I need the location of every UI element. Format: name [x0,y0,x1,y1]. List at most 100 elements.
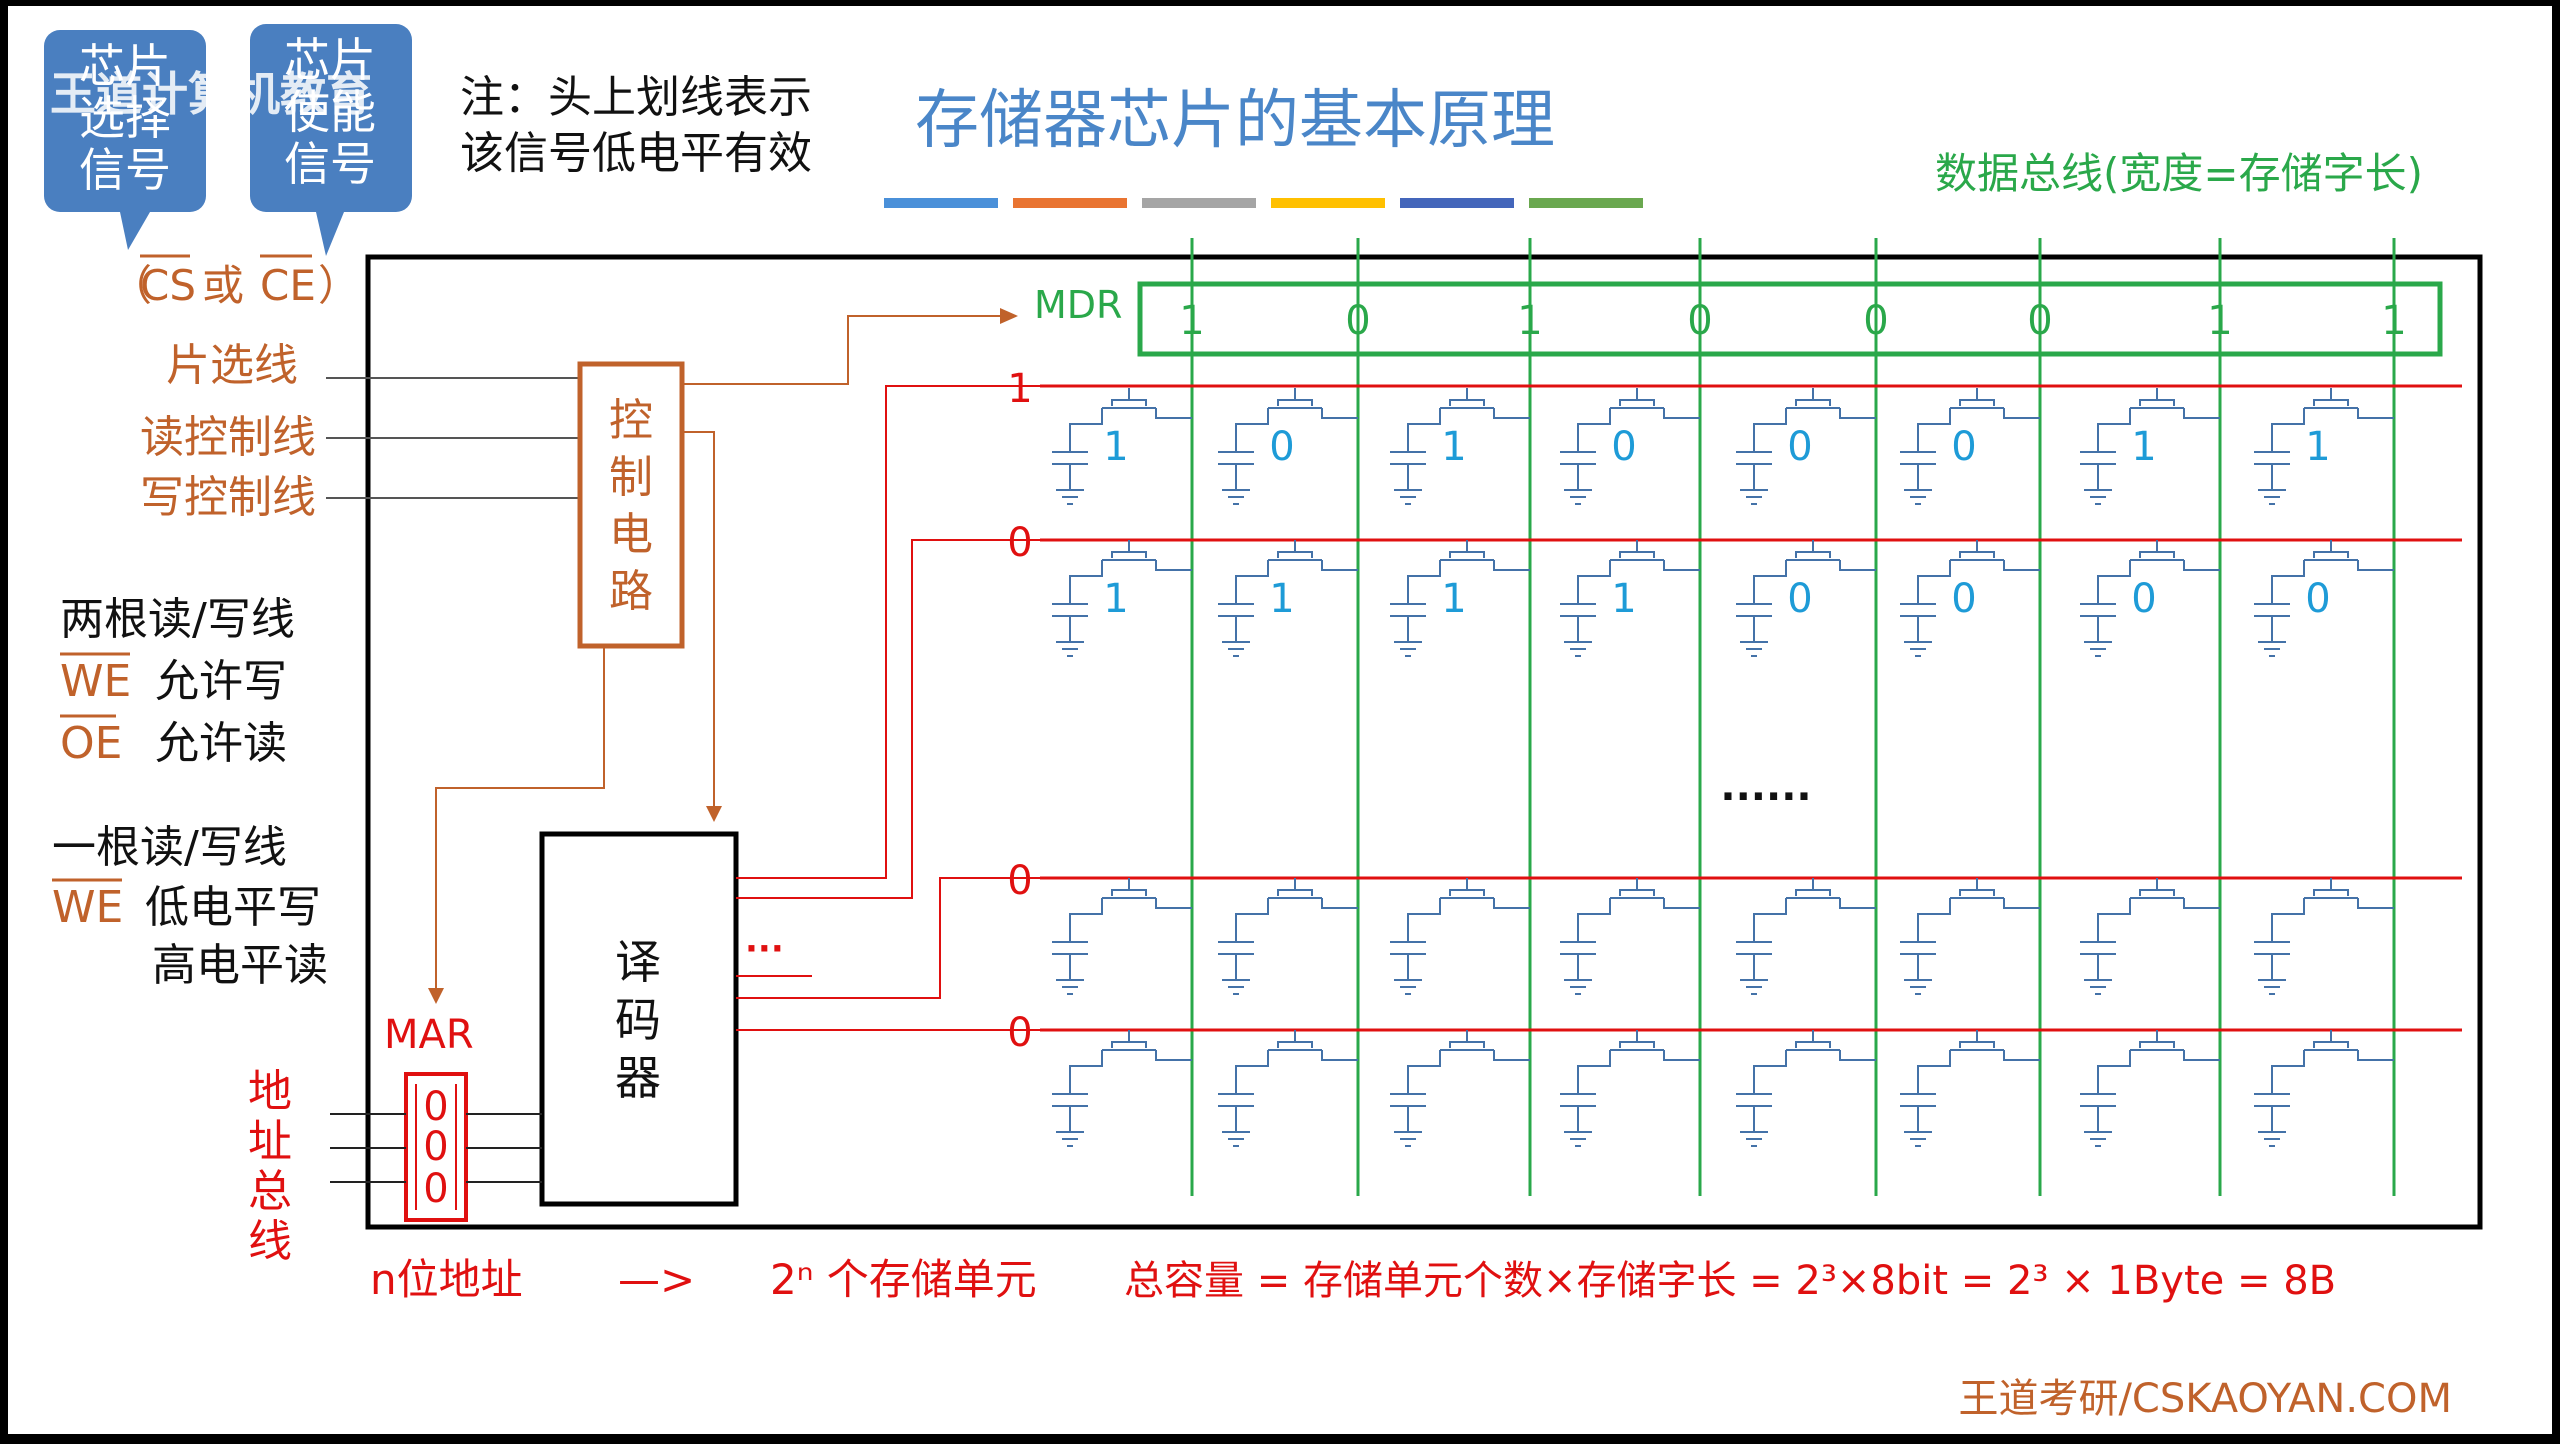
cell-value-r1-c3: 1 [1441,424,1466,470]
source-to-capacitor [1753,1050,1787,1094]
source-to-capacitor [1235,898,1269,942]
cell-value-r2-c8: 0 [2305,576,2330,622]
cell-value-r1-c8: 1 [2305,424,2330,470]
array-ellipsis: ...... [1720,764,1811,810]
title-swatch-2 [1013,198,1127,208]
memory-cell-r4-c8 [2254,1030,2394,1147]
memory-cell-r2-c8 [2254,540,2394,657]
source-to-capacitor [1069,898,1103,942]
decoder-output-dots: ··· [745,929,784,969]
source-to-capacitor [1917,1050,1951,1094]
page-title: 存储器芯片的基本原理 [915,84,1555,158]
control-to-decoder-wire [682,431,715,810]
mdr-bit-8: 1 [2381,298,2406,344]
drain-to-bitline [1663,560,1700,571]
cell-value-r2-c5: 0 [1787,576,1812,622]
memory-cell-r3-c2 [1218,878,1358,995]
source-to-capacitor [1407,898,1441,942]
read-control-line-label: 读控制线 [140,412,316,463]
address-bus-char-4: 线 [248,1216,292,1267]
memory-cell-r4-c6 [1900,1030,2040,1147]
mar-bit-3: 0 [423,1166,448,1212]
note-line-2: 该信号低电平有效 [460,128,812,179]
memory-cell-r2-c1 [1052,540,1192,657]
memory-cell-r4-c4 [1560,1030,1700,1147]
title-swatch-5 [1400,198,1514,208]
we-high-level-read: 高电平读 [152,940,328,991]
mdr-register [1137,281,2443,357]
mdr-label: MDR [1034,283,1122,327]
ce-label: CE [260,261,316,310]
memory-cell-r1-c7 [2080,388,2220,505]
source-to-capacitor [1069,560,1103,604]
drain-to-bitline [1155,1050,1192,1061]
drain-to-bitline [1321,898,1358,909]
cell-value-r1-c5: 0 [1787,424,1812,470]
source-to-capacitor [2097,1050,2131,1094]
memory-cell-r1-c3 [1390,388,1530,505]
cell-value-r2-c3: 1 [1441,576,1466,622]
oe-label: OE [60,718,122,769]
mdr-bit-2: 0 [1345,298,1370,344]
word-line-value-4: 0 [1007,1010,1032,1056]
one-rw-line-title: 一根读/写线 [52,822,287,873]
bubble-right-line-3: 信号 [284,137,376,191]
drain-to-bitline [1493,898,1530,909]
source-to-capacitor [1753,560,1787,604]
memory-cell-r1-c5 [1736,388,1876,505]
cell-value-r1-c1: 1 [1103,424,1128,470]
source-to-capacitor [1917,898,1951,942]
drain-to-bitline [2003,408,2040,419]
n-bit-address: n位地址 [370,1255,523,1304]
source-to-capacitor [1407,408,1441,452]
source-to-capacitor [2097,560,2131,604]
memory-cell-r3-c7 [2080,878,2220,995]
control-circuit-char-2: 制 [609,452,653,503]
control-circuit-char-1: 控 [609,395,653,446]
source-to-capacitor [1577,560,1611,604]
memory-cell-r3-c5 [1736,878,1876,995]
cell-value-r2-c1: 1 [1103,576,1128,622]
drain-to-bitline [1155,560,1192,571]
drain-to-bitline [1493,1050,1530,1061]
watermark-logo: 王道计算机教育 [50,67,372,121]
memory-cell-r1-c4 [1560,388,1700,505]
title-color-swatches [884,198,1643,208]
drain-to-bitline [1321,1050,1358,1061]
cell-value-r1-c4: 0 [1611,424,1636,470]
footer-brand: 王道考研/CSKAOYAN.COM [1958,1376,2452,1422]
decoder-char-2: 码 [615,993,661,1047]
mdr-bit-5: 0 [1863,298,1888,344]
source-to-capacitor [1235,408,1269,452]
drain-to-bitline [1493,408,1530,419]
memory-cell-r3-c1 [1052,878,1192,995]
memory-cell-r2-c3 [1390,540,1530,657]
we-low-level-write: 低电平写 [145,882,321,933]
bubble-left-line-1: 芯片 [79,39,171,93]
memory-cell-r3-c6 [1900,878,2040,995]
decoder-wire-row-3 [736,877,1040,999]
word-line-value-3: 0 [1007,858,1032,904]
arrow-to-decoder [706,806,722,822]
we-label: WE [60,656,131,707]
note-line-1: 注：头上划线表示 [460,72,812,123]
memory-cell-r3-c4 [1560,878,1700,995]
control-circuit-char-3: 电 [609,509,653,560]
drain-to-bitline [1663,898,1700,909]
memory-cell-r4-c3 [1390,1030,1530,1147]
bubble-right-line-2: 使能 [284,85,376,139]
source-to-capacitor [1577,898,1611,942]
mar-label: MAR [384,1012,474,1058]
mdr-bit-3: 1 [1517,298,1542,344]
two-rw-lines-title: 两根读/写线 [60,594,295,645]
source-to-capacitor [2271,560,2305,604]
memory-cell-r2-c4 [1560,540,1700,657]
address-bus-char-2: 址 [248,1116,292,1167]
memory-cell-r2-c2 [1218,540,1358,657]
arrow-to-mar [428,988,444,1004]
formula-arrow: —> [618,1255,695,1304]
mdr-bit-6: 0 [2027,298,2052,344]
chip-select-line-label: 片选线 [166,340,298,391]
chip-enable-bubble [250,24,412,256]
